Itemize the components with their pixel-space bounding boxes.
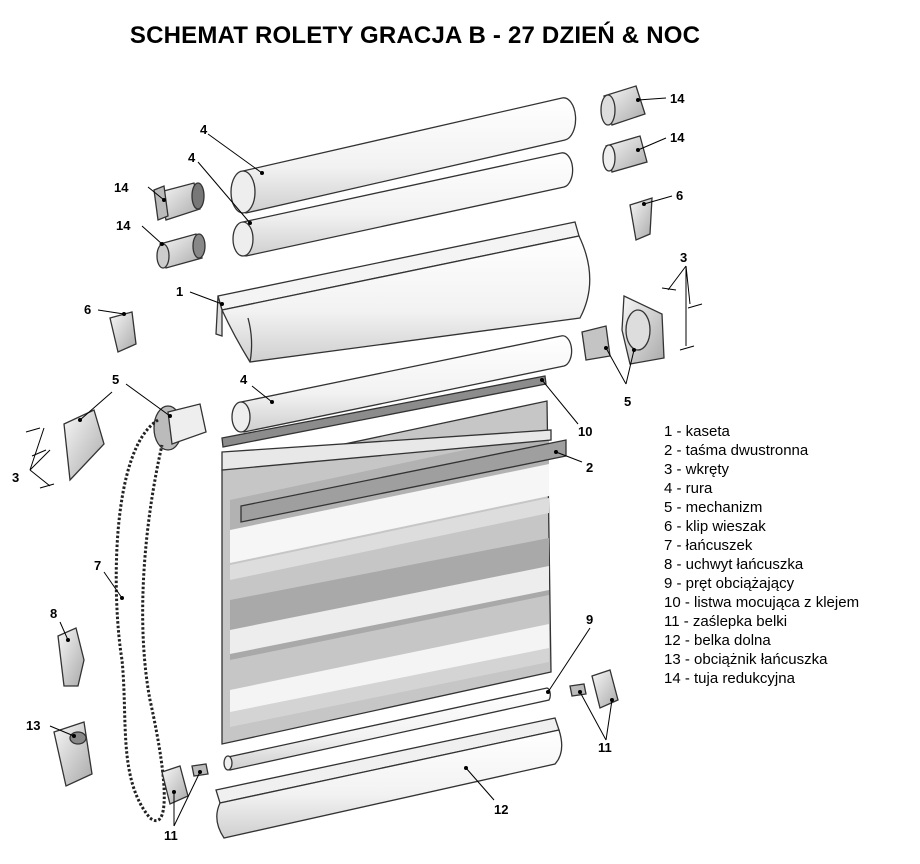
callout-5: 5 [624,394,631,409]
clip-left [109,311,137,353]
legend-item: 10 - listwa mocująca z klejem [664,594,860,611]
callout-14: 14 [670,91,685,106]
callout-4: 4 [200,122,208,137]
tube-upper [230,97,577,214]
callout-9: 9 [586,612,593,627]
mechanism-left [63,403,207,482]
callout-11: 11 [164,828,178,843]
screws-right [661,287,703,351]
callout-14: 14 [116,218,131,233]
fixing-strip [221,375,547,448]
legend-item: 13 - obciążnik łańcuszka [664,651,828,668]
callout-14: 14 [114,180,129,195]
callout-2: 2 [586,460,593,475]
legend-item: 3 - wkręty [664,461,730,478]
diagram-title: SCHEMAT ROLETY GRACJA B - 27 DZIEŃ & NOC [129,22,701,49]
callout-5: 5 [112,372,119,387]
legend-item: 7 - łańcuszek [664,537,753,554]
blind-fabric [221,400,567,745]
callout-1: 1 [176,284,183,299]
legend-item: 14 - tuja redukcyjna [664,670,795,687]
callout-7: 7 [94,558,101,573]
end-cap-right [581,295,665,365]
leader-lines [29,97,691,827]
bar-end-cap-left [161,763,209,805]
legend-item: 5 - mechanizm [664,499,763,516]
tube-middle [232,152,574,257]
screws-left [25,427,55,489]
callout-14: 14 [670,130,685,145]
callout-labels: 4 4 14 14 1 6 4 5 14 14 6 3 5 10 2 3 7 8… [12,91,687,843]
callout-6: 6 [84,302,91,317]
bar-end-cap-right [569,669,619,709]
callout-8: 8 [50,606,57,621]
callout-10: 10 [578,424,592,439]
reducer-bottom-left [156,233,206,269]
chain-weight [53,721,93,787]
legend-item: 11 - zaślepka belki [664,613,788,630]
callout-4: 4 [188,150,196,165]
callout-6: 6 [676,188,683,203]
reducer-bottom-right [602,135,648,173]
bottom-bar [215,717,563,839]
parts-legend: 1 - kaseta 2 - taśma dwustronna 3 - wkrę… [664,422,859,688]
legend-item: 2 - taśma dwustronna [664,442,809,459]
chain [114,418,166,823]
legend-item: 12 - belka dolna [664,632,771,649]
callout-3: 3 [12,470,19,485]
reducer-top-right [600,85,646,126]
callout-12: 12 [494,802,508,817]
legend-item: 1 - kaseta [664,423,730,440]
legend-item: 4 - rura [664,480,713,497]
callout-4: 4 [240,372,248,387]
tube-lower [231,335,573,433]
chain-holder [57,627,85,687]
weight-rod [223,687,551,771]
callout-11: 11 [598,740,612,755]
cassette [215,221,591,363]
reducer-top-left [153,182,205,221]
legend-item: 9 - pręt obciążający [664,575,795,592]
callout-13: 13 [26,718,40,733]
clip-right [629,197,653,241]
callout-3: 3 [680,250,687,265]
legend-item: 8 - uchwyt łańcuszka [664,556,804,573]
legend-item: 6 - klip wieszak [664,518,766,535]
